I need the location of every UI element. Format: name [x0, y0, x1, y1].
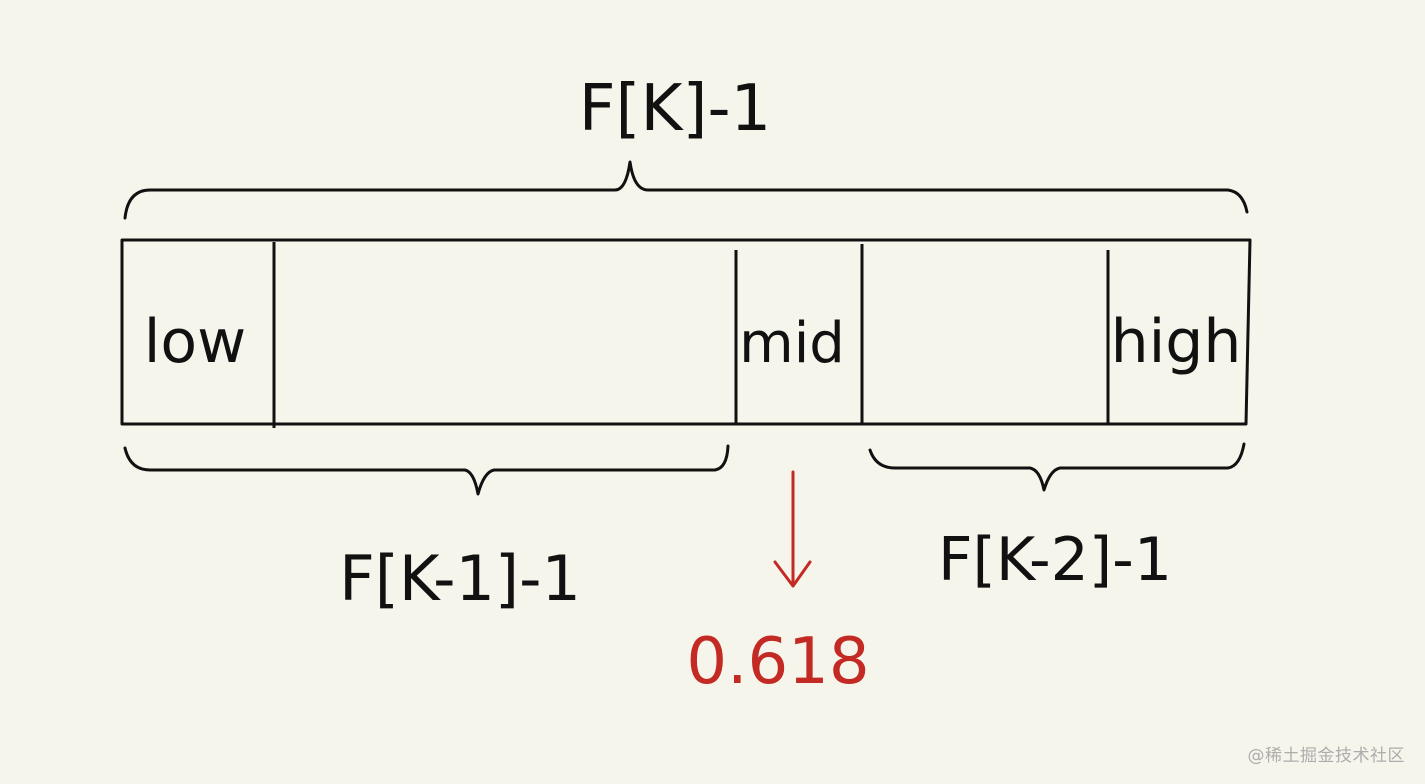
ratio-label: 0.618	[686, 625, 869, 699]
top-brace	[123, 160, 1249, 220]
cell-high-label: high	[1111, 307, 1242, 377]
left-part-brace	[123, 444, 730, 496]
array-outline	[120, 238, 1252, 426]
down-arrow-icon	[773, 470, 812, 588]
left-part-label: F[K-1]-1	[339, 542, 581, 615]
watermark: @稀土掘金技术社区	[1247, 746, 1405, 766]
cell-low-label: low	[144, 307, 246, 377]
right-part-brace	[868, 442, 1246, 492]
total-length-label: F[K]-1	[579, 72, 772, 146]
right-part-label: F[K-2]-1	[938, 525, 1172, 595]
cell-mid-label: mid	[739, 311, 845, 376]
